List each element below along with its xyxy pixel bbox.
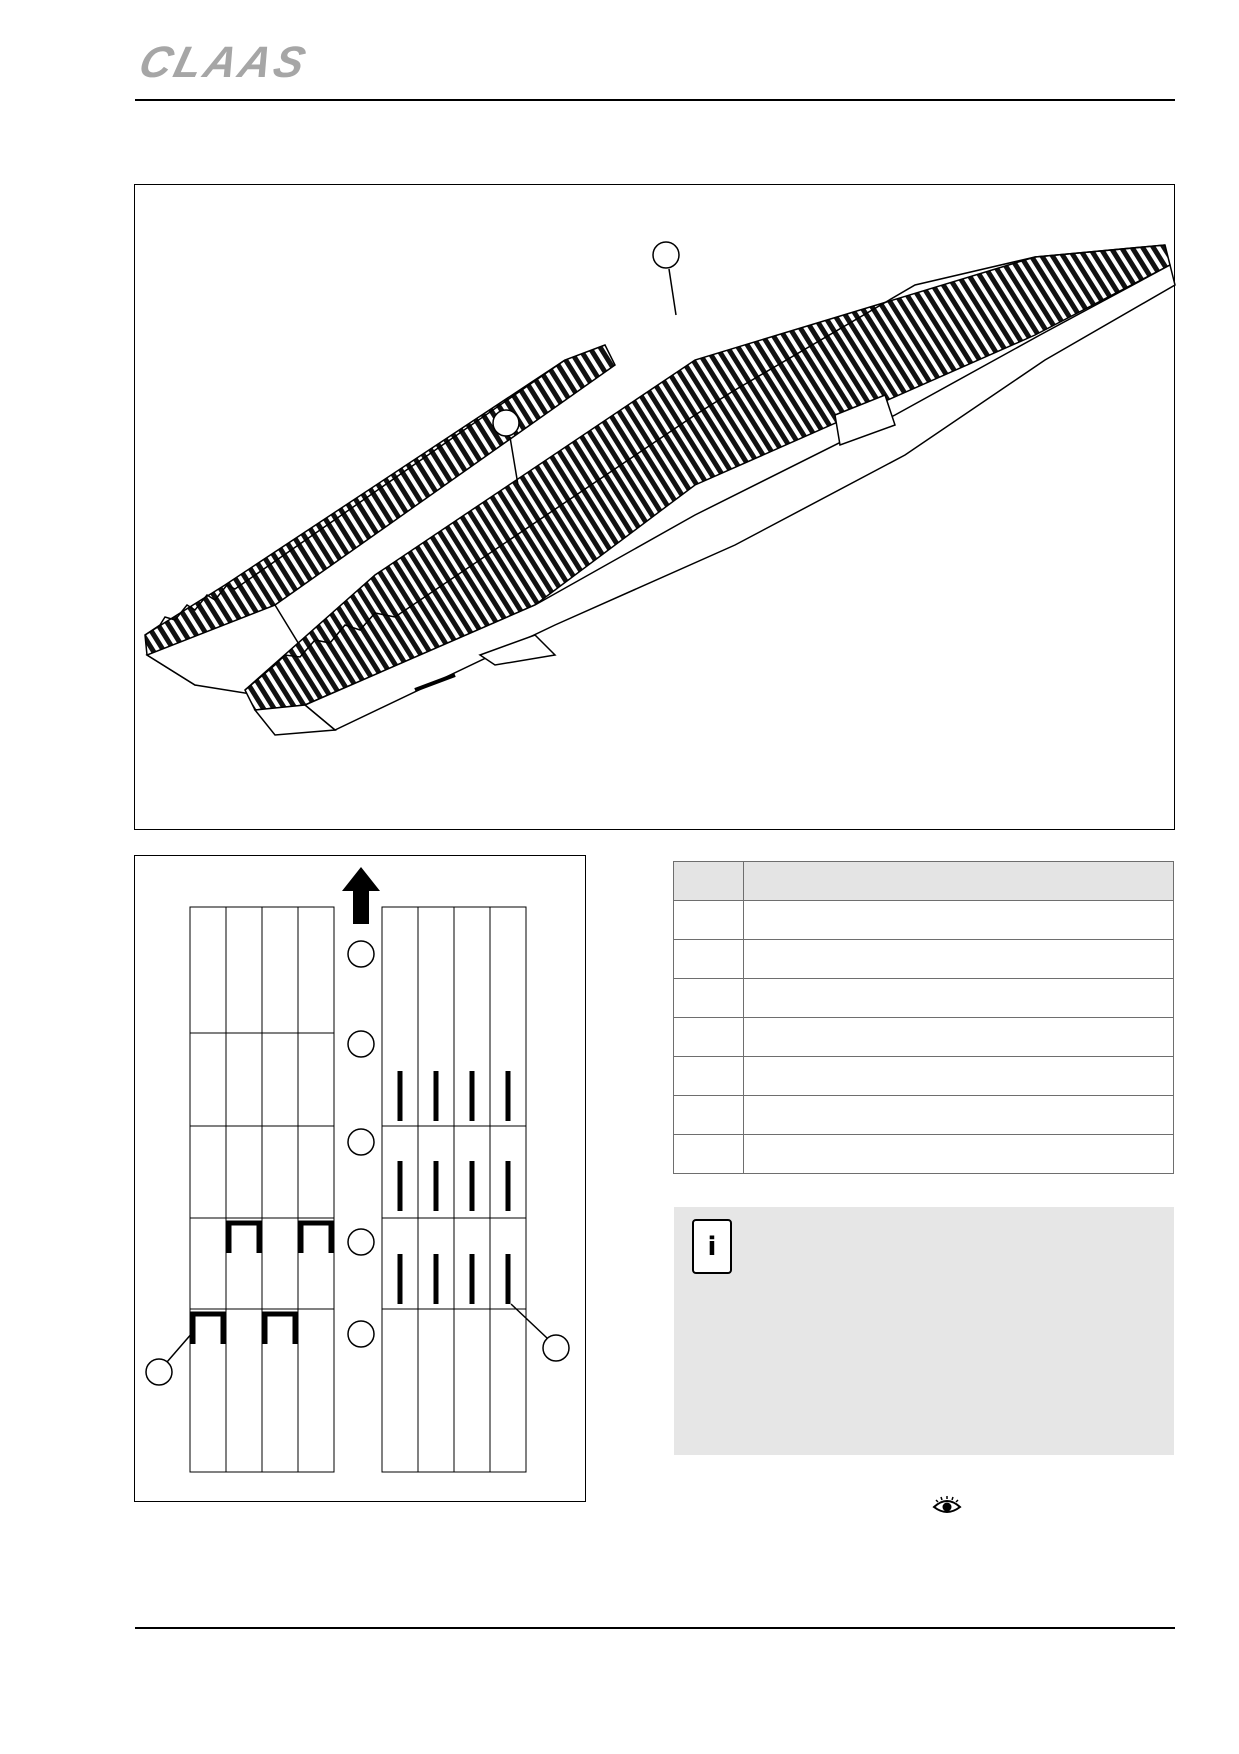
table-row xyxy=(673,939,1174,979)
footer-rule xyxy=(135,1627,1175,1629)
figure-top xyxy=(134,184,1176,830)
table-cell xyxy=(743,1095,1174,1135)
table-cell xyxy=(743,939,1174,979)
table-cell xyxy=(673,1056,744,1096)
clip-markers xyxy=(190,1220,334,1344)
table-cell xyxy=(743,1134,1174,1174)
table-cell xyxy=(743,1056,1174,1096)
table-cell xyxy=(743,978,1174,1018)
legend-table xyxy=(673,861,1174,1174)
center-callouts xyxy=(347,940,375,1348)
table-cell xyxy=(673,1095,744,1135)
left-grid xyxy=(189,906,335,1473)
right-callout xyxy=(510,1303,570,1362)
info-icon: i xyxy=(692,1219,732,1274)
direction-arrow-up-icon xyxy=(342,867,380,924)
table-cell xyxy=(673,900,744,940)
info-box: i xyxy=(674,1207,1174,1455)
table-row xyxy=(673,900,1174,940)
straw-walker-illustration xyxy=(144,241,1176,736)
table-cell xyxy=(673,1017,744,1057)
callout-2 xyxy=(492,409,520,486)
table-cell xyxy=(673,1134,744,1174)
table-row xyxy=(673,1017,1174,1057)
table-row xyxy=(673,1056,1174,1096)
right-grid xyxy=(381,906,527,1473)
claas-logo: CLAAS xyxy=(134,38,314,87)
eye-icon xyxy=(932,1496,962,1513)
walker-layout-diagram xyxy=(145,867,570,1473)
figure-bottom xyxy=(134,855,586,1502)
table-cell xyxy=(673,939,744,979)
table-header-row xyxy=(673,861,1174,901)
bar-markers xyxy=(397,1071,511,1304)
table-row xyxy=(673,978,1174,1018)
left-callout xyxy=(145,1331,194,1386)
callout-1 xyxy=(652,241,680,316)
table-row xyxy=(673,1134,1174,1174)
table-header-cell xyxy=(673,861,744,901)
table-header-cell xyxy=(743,861,1174,901)
table-cell xyxy=(743,900,1174,940)
header-rule xyxy=(135,99,1175,101)
table-cell xyxy=(743,1017,1174,1057)
table-row xyxy=(673,1095,1174,1135)
table-cell xyxy=(673,978,744,1018)
